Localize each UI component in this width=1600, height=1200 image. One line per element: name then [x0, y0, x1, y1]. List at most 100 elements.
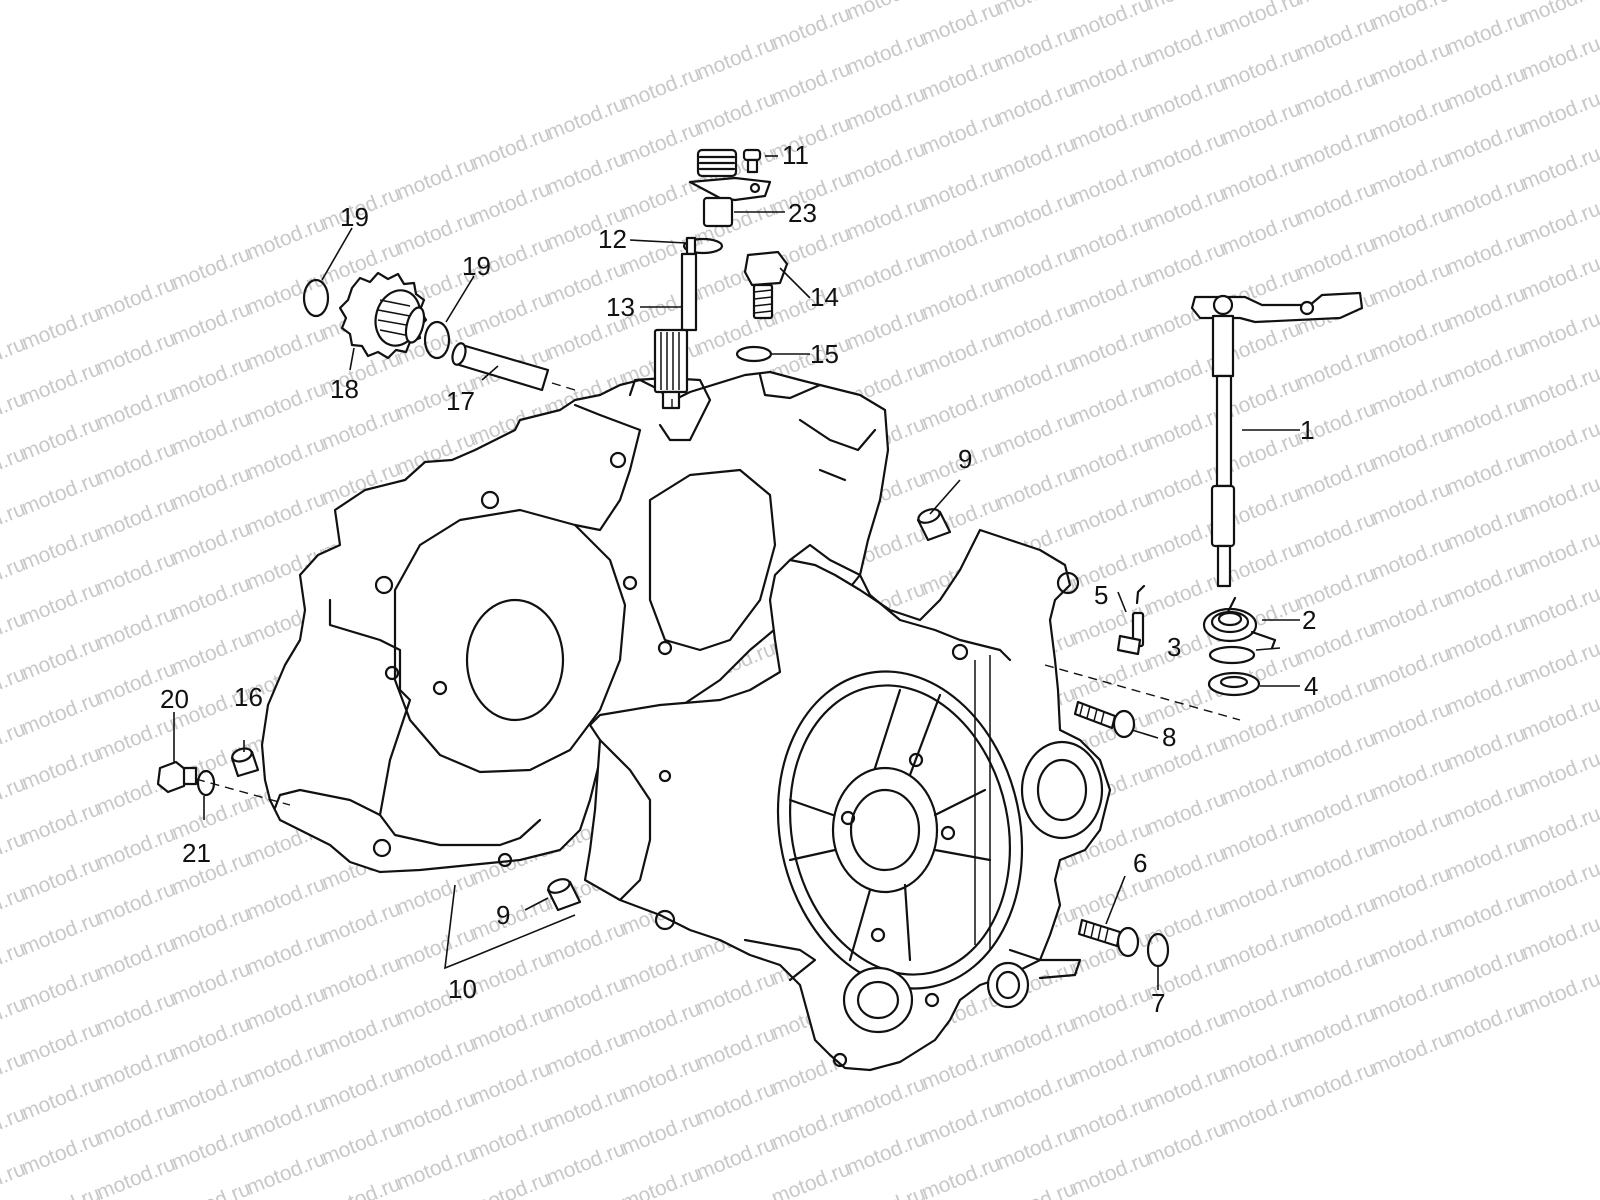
watermark-text: motod.ru — [168, 462, 253, 514]
watermark-text: motod.ru — [168, 1067, 253, 1119]
left-top-boss — [628, 376, 712, 442]
part-9-dowel-lower — [546, 878, 582, 912]
watermark-text: motod.ru — [1368, 367, 1453, 419]
crankcase-left-half — [260, 370, 890, 874]
right-bolt-hole-i — [951, 643, 969, 661]
right-bottom-rail — [743, 938, 817, 982]
watermark-text: motod.ru — [1143, 787, 1228, 839]
watermark-text: motod.ru — [18, 907, 103, 959]
watermark-text: motod.ru — [1518, 857, 1600, 909]
watermark-text: motod.ru — [1443, 392, 1528, 444]
watermark-text: motod.ru — [1218, 97, 1303, 149]
watermark-text: motod.ru — [1068, 1092, 1153, 1144]
left-bolt-hole-d — [432, 680, 448, 696]
watermark-text: motod.ru — [318, 1007, 403, 1059]
watermark-text: motod.ru — [1293, 727, 1378, 779]
watermark-text: motod.ru — [1368, 587, 1453, 639]
part-15-washer — [735, 345, 773, 363]
watermark-text: motod.ru — [993, 1012, 1078, 1064]
watermark-text: motod.ru — [18, 1127, 103, 1179]
callout-18: 18 — [330, 374, 359, 404]
watermark-text: motod.ru — [93, 547, 178, 599]
callout-19-left: 19 — [340, 202, 369, 232]
watermark-text: motod.ru — [1368, 1027, 1453, 1079]
part-1-shift-shaft — [1190, 291, 1364, 588]
watermark-text: motod.ru — [468, 892, 553, 944]
watermark-text: motod.ru — [168, 352, 253, 404]
watermark-text: motod.ru — [468, 122, 553, 174]
crankcase-halves — [260, 370, 1112, 1072]
watermark-text: motod.ru — [243, 377, 328, 429]
watermark-text: motod.ru — [1518, 252, 1600, 304]
watermark-text: motod.ru — [1143, 0, 1228, 15]
watermark-text: motod.ru — [768, 57, 853, 109]
watermark-text: motod.ru — [168, 407, 253, 459]
watermark-text: motod.ru — [543, 1082, 628, 1134]
watermark-text: motod.ru — [1218, 812, 1303, 864]
callout-12: 12 — [598, 224, 627, 254]
leader-lines — [173, 155, 1300, 990]
watermark-text: motod.ru — [993, 1067, 1078, 1119]
watermark-text: motod.ru — [18, 357, 103, 409]
watermark-text: motod.ru — [1143, 182, 1228, 234]
watermark-text: motod.ru — [543, 92, 628, 144]
watermark-text: motod.ru — [1368, 972, 1453, 1024]
right-bell-housing-inner — [788, 684, 1012, 976]
watermark-text: motod.ru — [1368, 202, 1453, 254]
callout-labels: 1 2 3 4 5 6 7 8 9 9 10 11 12 13 14 15 16… — [160, 140, 1318, 1018]
watermark-text: motod.ru — [1368, 0, 1453, 35]
part-3-washer — [1208, 645, 1256, 665]
watermark-text: motod.ru — [1143, 1062, 1228, 1114]
part-18-idler-sprocket — [338, 271, 428, 360]
left-upper-rib — [573, 403, 642, 532]
watermark-text: motod.ru — [243, 267, 328, 319]
watermark-text: motod.ru — [993, 22, 1078, 74]
watermark-text: motod.ru — [168, 627, 253, 679]
watermark-text: motod.ru — [318, 1172, 403, 1200]
watermark-text: motod.ru — [1518, 967, 1600, 1019]
watermark-text: motod.ru — [1218, 757, 1303, 809]
watermark-text: motod.ru — [993, 407, 1078, 459]
watermark-text: motod.ru — [618, 62, 703, 114]
watermark-text: motod.ru — [1368, 422, 1453, 474]
watermark-text: motod.ru — [1293, 0, 1378, 10]
watermark-text: motod.ru — [1518, 637, 1600, 689]
right-bolt-hole-h — [658, 769, 672, 783]
callout-10: 10 — [448, 974, 477, 1004]
left-main-bearing-hole — [465, 598, 565, 722]
watermark-text: motod.ru — [843, 1127, 928, 1179]
right-bolt-hole-a — [840, 810, 856, 826]
watermark-text: motod.ru — [18, 1072, 103, 1124]
part-5-pin — [1116, 584, 1146, 656]
right-main-bearing-boss — [831, 766, 939, 894]
watermark-text: motod.ru — [1443, 887, 1528, 939]
watermark-text: motod.ru — [393, 922, 478, 974]
watermark-text: motod.ru — [1293, 1002, 1378, 1054]
watermark-text: motod.ru — [93, 987, 178, 1039]
right-center-seam — [974, 655, 991, 950]
watermark-text: motod.ru — [1218, 1032, 1303, 1084]
callout-8: 8 — [1162, 722, 1176, 752]
watermark-text: motod.ru — [243, 1147, 328, 1199]
watermark-text: motod.ru — [918, 1097, 1003, 1149]
watermark-text: motod.ru — [1218, 152, 1303, 204]
watermark-text: motod.ru — [243, 487, 328, 539]
left-cavity-outline — [393, 508, 627, 774]
watermark-text: motod.ru — [168, 792, 253, 844]
watermark-text: motod.ru — [318, 952, 403, 1004]
watermark-text: motod.ru — [618, 997, 703, 1049]
watermark-text: motod.ru — [843, 82, 928, 134]
watermark-text: motod.ru — [468, 947, 553, 999]
watermark-text: motod.ru — [18, 962, 103, 1014]
part-12-o-ring — [682, 237, 724, 255]
watermark-text: motod.ru — [18, 797, 103, 849]
watermark-text: motod.ru — [1443, 777, 1528, 829]
watermark-text: motod.ru — [618, 117, 703, 169]
watermark-text: motod.ru — [693, 87, 778, 139]
watermark-text: motod.ru — [393, 867, 478, 919]
watermark-text: motod.ru — [1518, 417, 1600, 469]
watermark-text: motod.ru — [843, 0, 928, 25]
watermark-text: motod.ru — [18, 852, 103, 904]
right-top-rail — [788, 543, 1012, 662]
